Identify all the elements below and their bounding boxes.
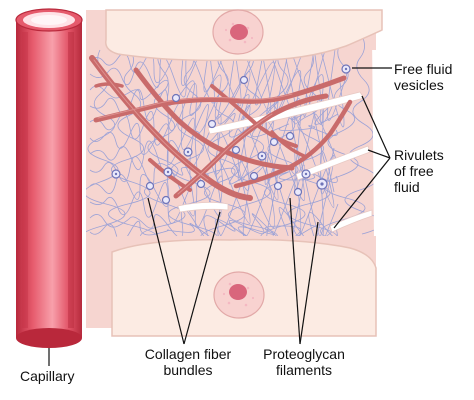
- rivulet-leader: [333, 157, 391, 229]
- label-free-fluid-vesicles: Free fluid vesicles: [394, 61, 452, 93]
- label-line: Free fluid: [394, 61, 453, 77]
- collagen-leader: [183, 211, 221, 345]
- label-capillary: Capillary: [20, 368, 75, 384]
- label-line: of free: [394, 163, 434, 179]
- collagen-fiber-highlights: [93, 59, 293, 195]
- label-line: vesicles: [394, 77, 444, 93]
- collagen-leader: [147, 197, 185, 345]
- label-line: bundles: [163, 362, 213, 378]
- label-line: fluid: [394, 179, 420, 195]
- label-line: Rivulets: [394, 147, 444, 163]
- label-line: filaments: [275, 362, 333, 378]
- label-collagen-fiber-bundles: Collagen fiber bundles: [128, 346, 248, 378]
- vesicle-centers: [114, 67, 348, 186]
- rivulet-leader: [361, 95, 391, 159]
- nucleus-icon: [212, 9, 264, 55]
- nucleus-icon: [213, 271, 265, 319]
- label-rivulets: Rivulets of free fluid: [394, 147, 444, 195]
- label-line: Collagen fiber: [144, 346, 232, 362]
- rivulet-leader: [367, 149, 391, 159]
- leader-lines: [48, 67, 392, 366]
- label-proteoglycan-filaments: Proteoglycan filaments: [248, 346, 360, 378]
- proteoglycan-leader: [289, 197, 301, 345]
- label-line: Proteoglycan: [263, 346, 345, 362]
- fluid-rivulets: [177, 91, 373, 233]
- proteoglycan-leader: [299, 221, 319, 345]
- capillary-tube-icon: [15, 8, 83, 348]
